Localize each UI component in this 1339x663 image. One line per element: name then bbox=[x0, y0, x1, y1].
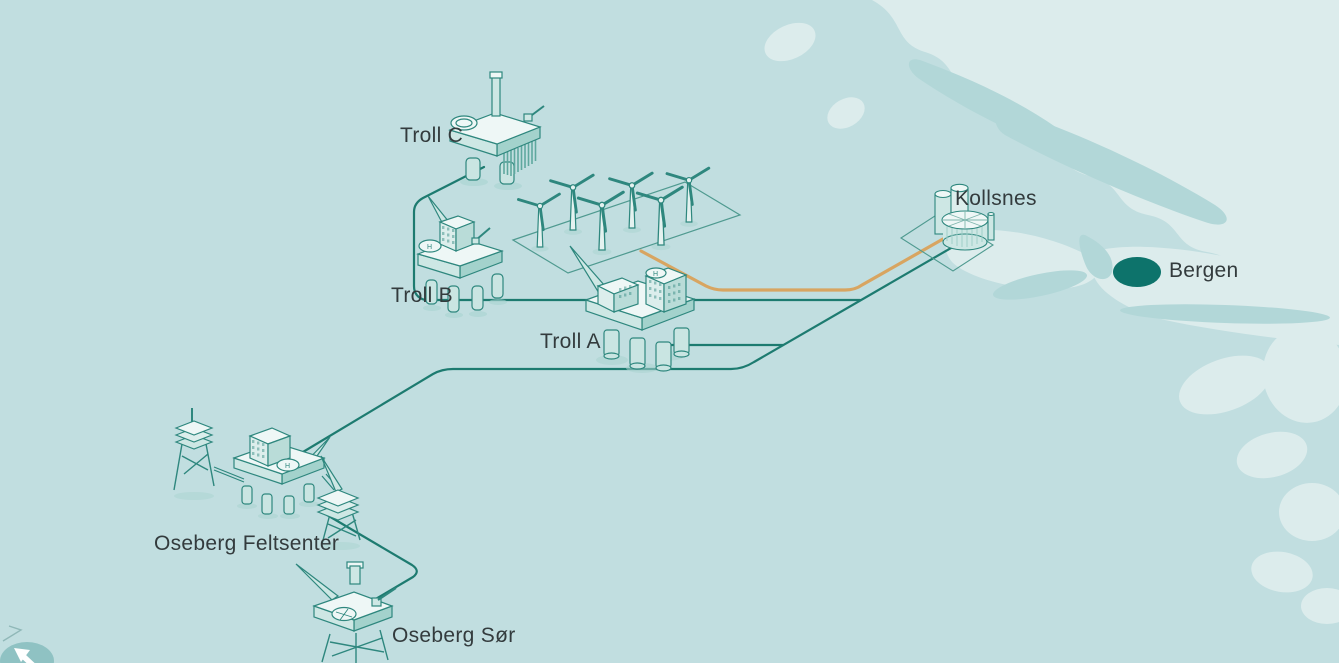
cursor-outline-icon bbox=[2, 625, 23, 642]
fjord-water-accents bbox=[908, 59, 1330, 324]
helideck-marking: H bbox=[285, 463, 290, 470]
pipeline-kollsnes-oseberg bbox=[301, 246, 953, 454]
wind-farm-plot-outline bbox=[511, 181, 742, 274]
troll-c-platform-icon bbox=[448, 71, 545, 190]
troll-b-label: Troll B bbox=[391, 284, 453, 307]
helideck-marking: H bbox=[653, 271, 658, 278]
oseberg-feltsenter-complex-icon: H bbox=[173, 408, 361, 550]
troll-b-platform-icon: H bbox=[416, 195, 507, 318]
troll-c-label: Troll C bbox=[400, 124, 464, 147]
kollsnes-plant-icon bbox=[899, 183, 995, 272]
pipeline-trollc-trolla-kollsnes bbox=[412, 165, 862, 302]
oseberg-sor-label: Oseberg Sør bbox=[392, 624, 516, 647]
helideck-marking: H bbox=[427, 244, 432, 251]
pipeline-oseberg-sor bbox=[320, 510, 418, 612]
troll-a-platform-icon: H bbox=[569, 245, 696, 373]
oseberg-feltsenter-label: Oseberg Feltsenter bbox=[154, 532, 340, 555]
power-cable-windfarm-kollsnes bbox=[639, 237, 945, 292]
bergen-city-marker bbox=[1113, 257, 1161, 287]
kollsnes-label: Kollsnes bbox=[955, 187, 1037, 210]
wind-farm bbox=[511, 166, 742, 274]
oseberg-sor-platform-icon bbox=[295, 561, 397, 663]
bergen-label: Bergen bbox=[1169, 259, 1239, 282]
troll-a-label: Troll A bbox=[540, 330, 601, 353]
